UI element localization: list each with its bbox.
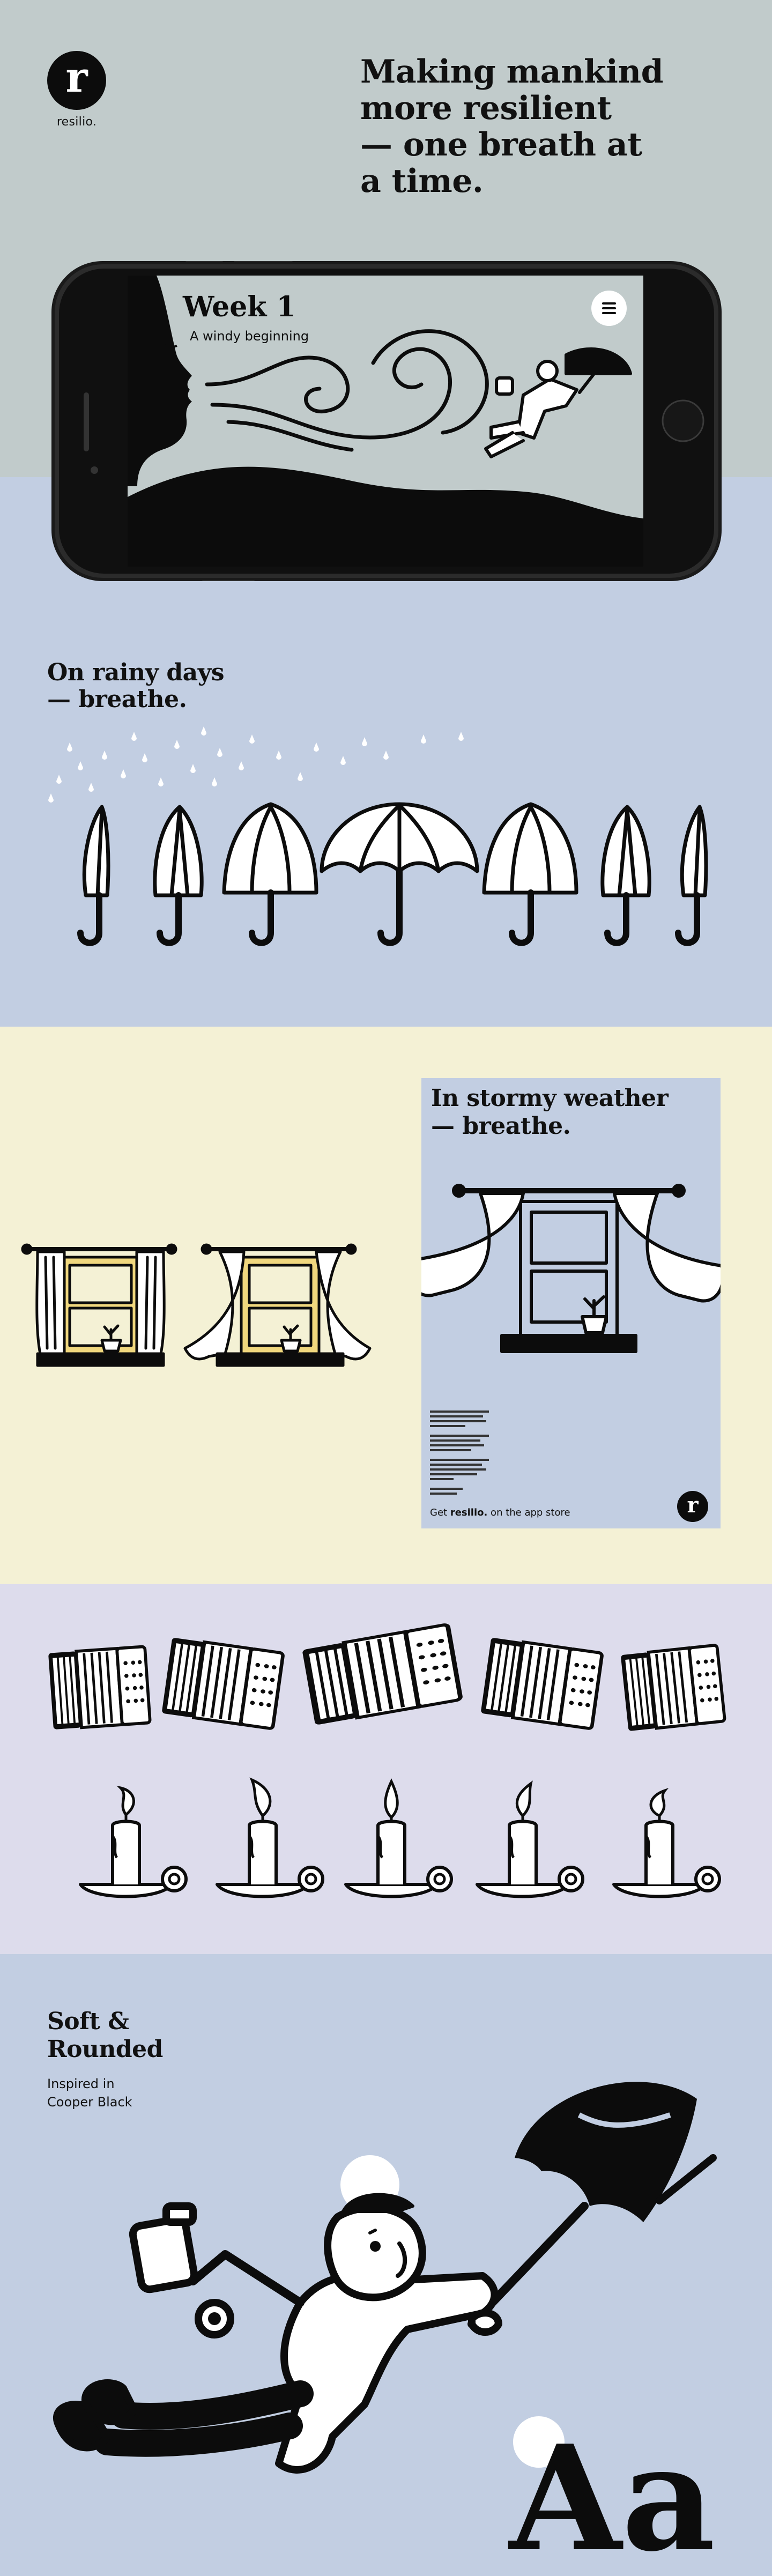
menu-button[interactable] (591, 291, 627, 326)
raindrops (48, 726, 464, 803)
flying-man-illustration (484, 347, 632, 458)
hero-section: r resilio. Making mankind more resilient… (0, 0, 772, 617)
face-silhouette (128, 276, 192, 486)
poster-title: In stormy weather — breathe. (431, 1085, 669, 1140)
candle-icon (477, 1780, 583, 1897)
phone-mockup: Week 1 A windy beginning (51, 261, 722, 581)
windows-illustration (21, 1243, 372, 1367)
subtitle-line: Cooper Black (47, 2095, 132, 2110)
accordion-icon (48, 1646, 150, 1729)
curtain-left (421, 1192, 525, 1297)
candle-icon (217, 1777, 323, 1897)
stormy-poster: In stormy weather — breathe. (421, 1078, 721, 1528)
umbrella-closed (153, 805, 204, 946)
umbrella-open (320, 802, 479, 946)
umbrella-man-illustration: Aa (53, 2082, 717, 2576)
hamburger-icon (602, 302, 616, 314)
typography-section: Soft & Rounded Inspired in Cooper Black (0, 1954, 772, 2576)
dark-hill (128, 466, 643, 567)
title-line: In stormy weather (431, 1085, 669, 1112)
typography-subtitle: Inspired in Cooper Black (47, 2075, 208, 2111)
umbrella-half-open (482, 802, 578, 946)
phone-screen: Week 1 A windy beginning (128, 276, 643, 567)
curtain-right (613, 1192, 721, 1303)
umbrella-closed (77, 805, 110, 946)
flying-man-large (53, 2193, 589, 2474)
typography-title: Soft & Rounded (47, 2008, 163, 2063)
hero-headline: Making mankind more resilient — one brea… (360, 54, 693, 199)
week-title: Week 1 (182, 291, 296, 323)
rainy-title: On rainy days — breathe. (47, 659, 225, 713)
headline-line: a time. (360, 162, 484, 200)
large-umbrella (515, 2082, 717, 2222)
accordion-candle-illustration (0, 1584, 772, 1954)
subtitle-line: Inspired in (47, 2076, 115, 2091)
candle-icon (614, 1787, 719, 1897)
headline-line: more resilient (360, 90, 612, 127)
accordion-icon (621, 1645, 725, 1731)
title-line: Soft & (47, 2008, 129, 2035)
poster-footer-brand: resilio. (450, 1507, 488, 1518)
umbrella-half-open (222, 802, 318, 946)
title-line: — breathe. (431, 1112, 571, 1140)
window-calm (21, 1243, 177, 1367)
accordion-icon (302, 1624, 461, 1725)
candle-icon (80, 1785, 186, 1897)
accordion-icon (481, 1638, 603, 1729)
umbrella-closed (600, 805, 651, 946)
candle-icon (346, 1778, 451, 1897)
stormy-weather-section: In stormy weather — breathe. (0, 1027, 772, 1584)
poster-footer: Get resilio. on the app store (430, 1507, 570, 1518)
window-breezy (183, 1243, 372, 1367)
poster-logo: r (677, 1491, 708, 1522)
logo-mark: r (47, 51, 106, 110)
umbrella-closed (675, 805, 708, 946)
logo-wordmark: resilio. (56, 115, 97, 129)
title-line: Rounded (47, 2036, 163, 2063)
wind-swirl (205, 329, 489, 452)
stormy-window-illustration (421, 1184, 721, 1353)
poster-body-text (430, 1411, 489, 1497)
accordion-icon (162, 1638, 284, 1729)
rainy-days-section: On rainy days — breathe. (0, 617, 772, 1027)
resilio-logo[interactable]: r resilio. (47, 51, 106, 129)
headline-line: Making mankind (360, 53, 664, 91)
title-line: On rainy days (47, 659, 225, 686)
umbrella-row-illustration (48, 726, 708, 946)
accordion-candle-section (0, 1584, 772, 1954)
headline-line: — one breath at (360, 126, 642, 164)
week-subtitle: A windy beginning (190, 329, 309, 344)
type-specimen: Aa (507, 2413, 716, 2576)
title-line: — breathe. (47, 686, 187, 713)
